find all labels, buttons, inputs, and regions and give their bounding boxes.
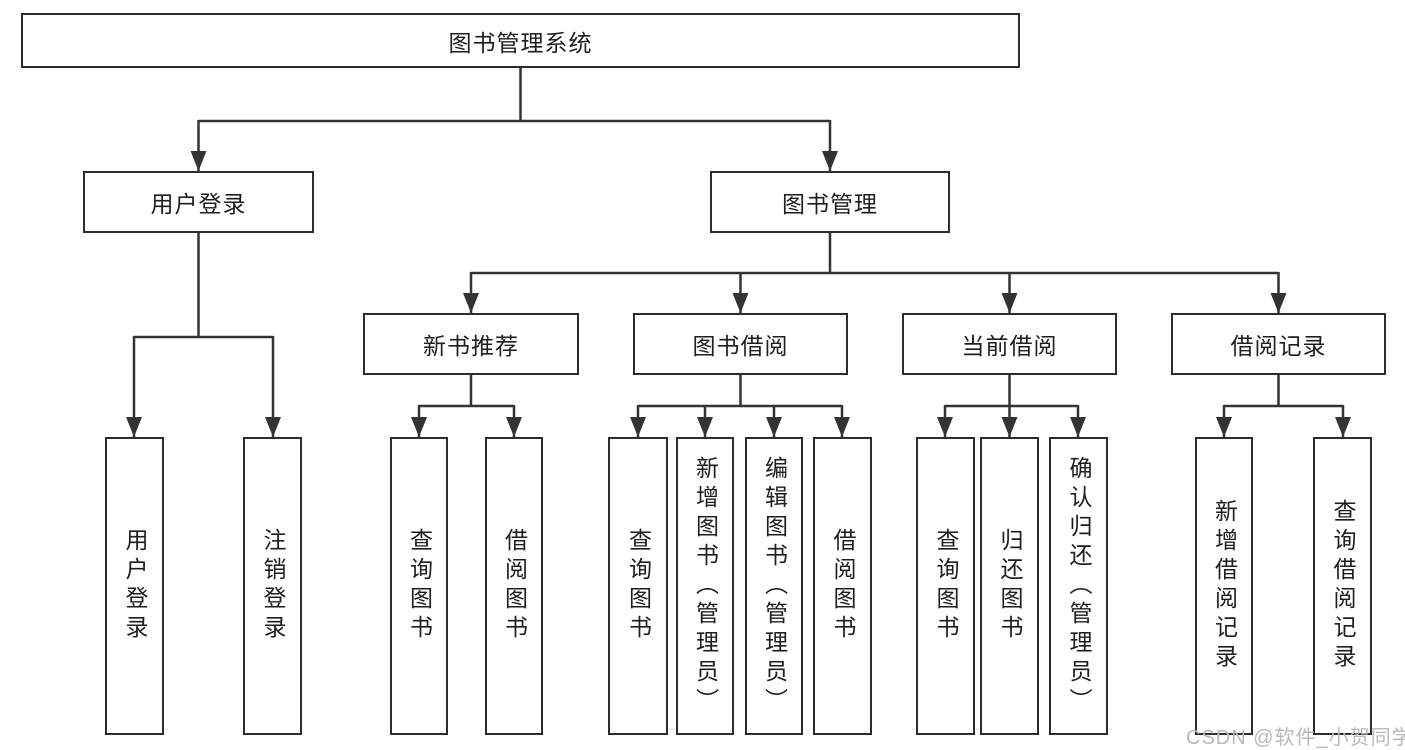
leaf-edit-books-admin: 编辑图书（管理员） xyxy=(745,437,803,735)
leaf-query-books-3: 查询图书 xyxy=(916,437,975,735)
connector-current-to-leaves xyxy=(937,375,1086,437)
leaf-add-borrow-record: 新增借阅记录 xyxy=(1195,437,1253,735)
leaf-confirm-return-admin: 确认归还（管理员） xyxy=(1049,437,1108,735)
node-borrowing-records-label: 借阅记录 xyxy=(1230,333,1327,359)
leaf-user-login-label: 用户登录 xyxy=(122,528,148,644)
leaf-borrow-books-2: 借阅图书 xyxy=(813,437,872,735)
connector-user-login-to-leaves xyxy=(126,233,281,437)
leaf-query-borrow-record: 查询借阅记录 xyxy=(1313,437,1372,735)
connector-records-to-leaves xyxy=(1216,375,1351,437)
leaf-return-books-label: 归还图书 xyxy=(997,528,1023,644)
node-new-book-recommend-label: 新书推荐 xyxy=(423,333,519,359)
leaf-add-books-admin: 新增图书（管理员） xyxy=(676,437,734,735)
node-book-management-label: 图书管理 xyxy=(782,191,878,217)
leaf-borrow-books-1: 借阅图书 xyxy=(485,437,543,735)
leaf-logout: 注销登录 xyxy=(243,437,302,735)
connector-borrowing-to-leaves xyxy=(630,375,850,437)
leaf-logout-label: 注销登录 xyxy=(260,528,286,644)
node-current-borrowing-label: 当前借阅 xyxy=(961,333,1058,359)
leaf-return-books: 归还图书 xyxy=(980,437,1039,735)
node-system-root: 图书管理系统 xyxy=(21,13,1020,68)
node-book-borrowing-label: 图书借阅 xyxy=(692,333,789,359)
leaf-user-login: 用户登录 xyxy=(105,437,164,735)
node-system-root-label: 图书管理系统 xyxy=(448,29,593,56)
connector-new-books-to-leaves xyxy=(411,375,522,437)
leaf-borrow-books-1-label: 借阅图书 xyxy=(501,528,528,644)
leaf-query-books-1: 查询图书 xyxy=(390,437,448,735)
csdn-watermark: CSDN @软件_小贺同学 xyxy=(1186,727,1405,749)
node-book-borrowing: 图书借阅 xyxy=(633,313,848,375)
leaf-edit-books-admin-label: 编辑图书（管理员） xyxy=(761,455,788,717)
leaf-add-borrow-record-label: 新增借阅记录 xyxy=(1211,499,1238,673)
connector-root-to-branches xyxy=(190,68,838,171)
leaf-query-books-2-label: 查询图书 xyxy=(625,528,652,644)
leaf-query-borrow-record-label: 查询借阅记录 xyxy=(1330,499,1356,673)
node-current-borrowing: 当前借阅 xyxy=(902,313,1117,375)
leaf-query-books-1-label: 查询图书 xyxy=(406,528,433,644)
leaf-query-books-3-label: 查询图书 xyxy=(933,528,959,644)
node-user-login-label: 用户登录 xyxy=(150,191,247,217)
node-book-management: 图书管理 xyxy=(710,171,950,233)
connector-book-mgmt-to-groups xyxy=(463,233,1287,313)
node-borrowing-records: 借阅记录 xyxy=(1171,313,1386,375)
leaf-confirm-return-admin-label: 确认归还（管理员） xyxy=(1066,455,1092,717)
leaf-borrow-books-2-label: 借阅图书 xyxy=(830,528,856,644)
leaf-query-books-2: 查询图书 xyxy=(608,437,668,735)
leaf-add-books-admin-label: 新增图书（管理员） xyxy=(692,455,719,717)
node-new-book-recommend: 新书推荐 xyxy=(363,313,579,375)
node-user-login: 用户登录 xyxy=(83,171,314,233)
